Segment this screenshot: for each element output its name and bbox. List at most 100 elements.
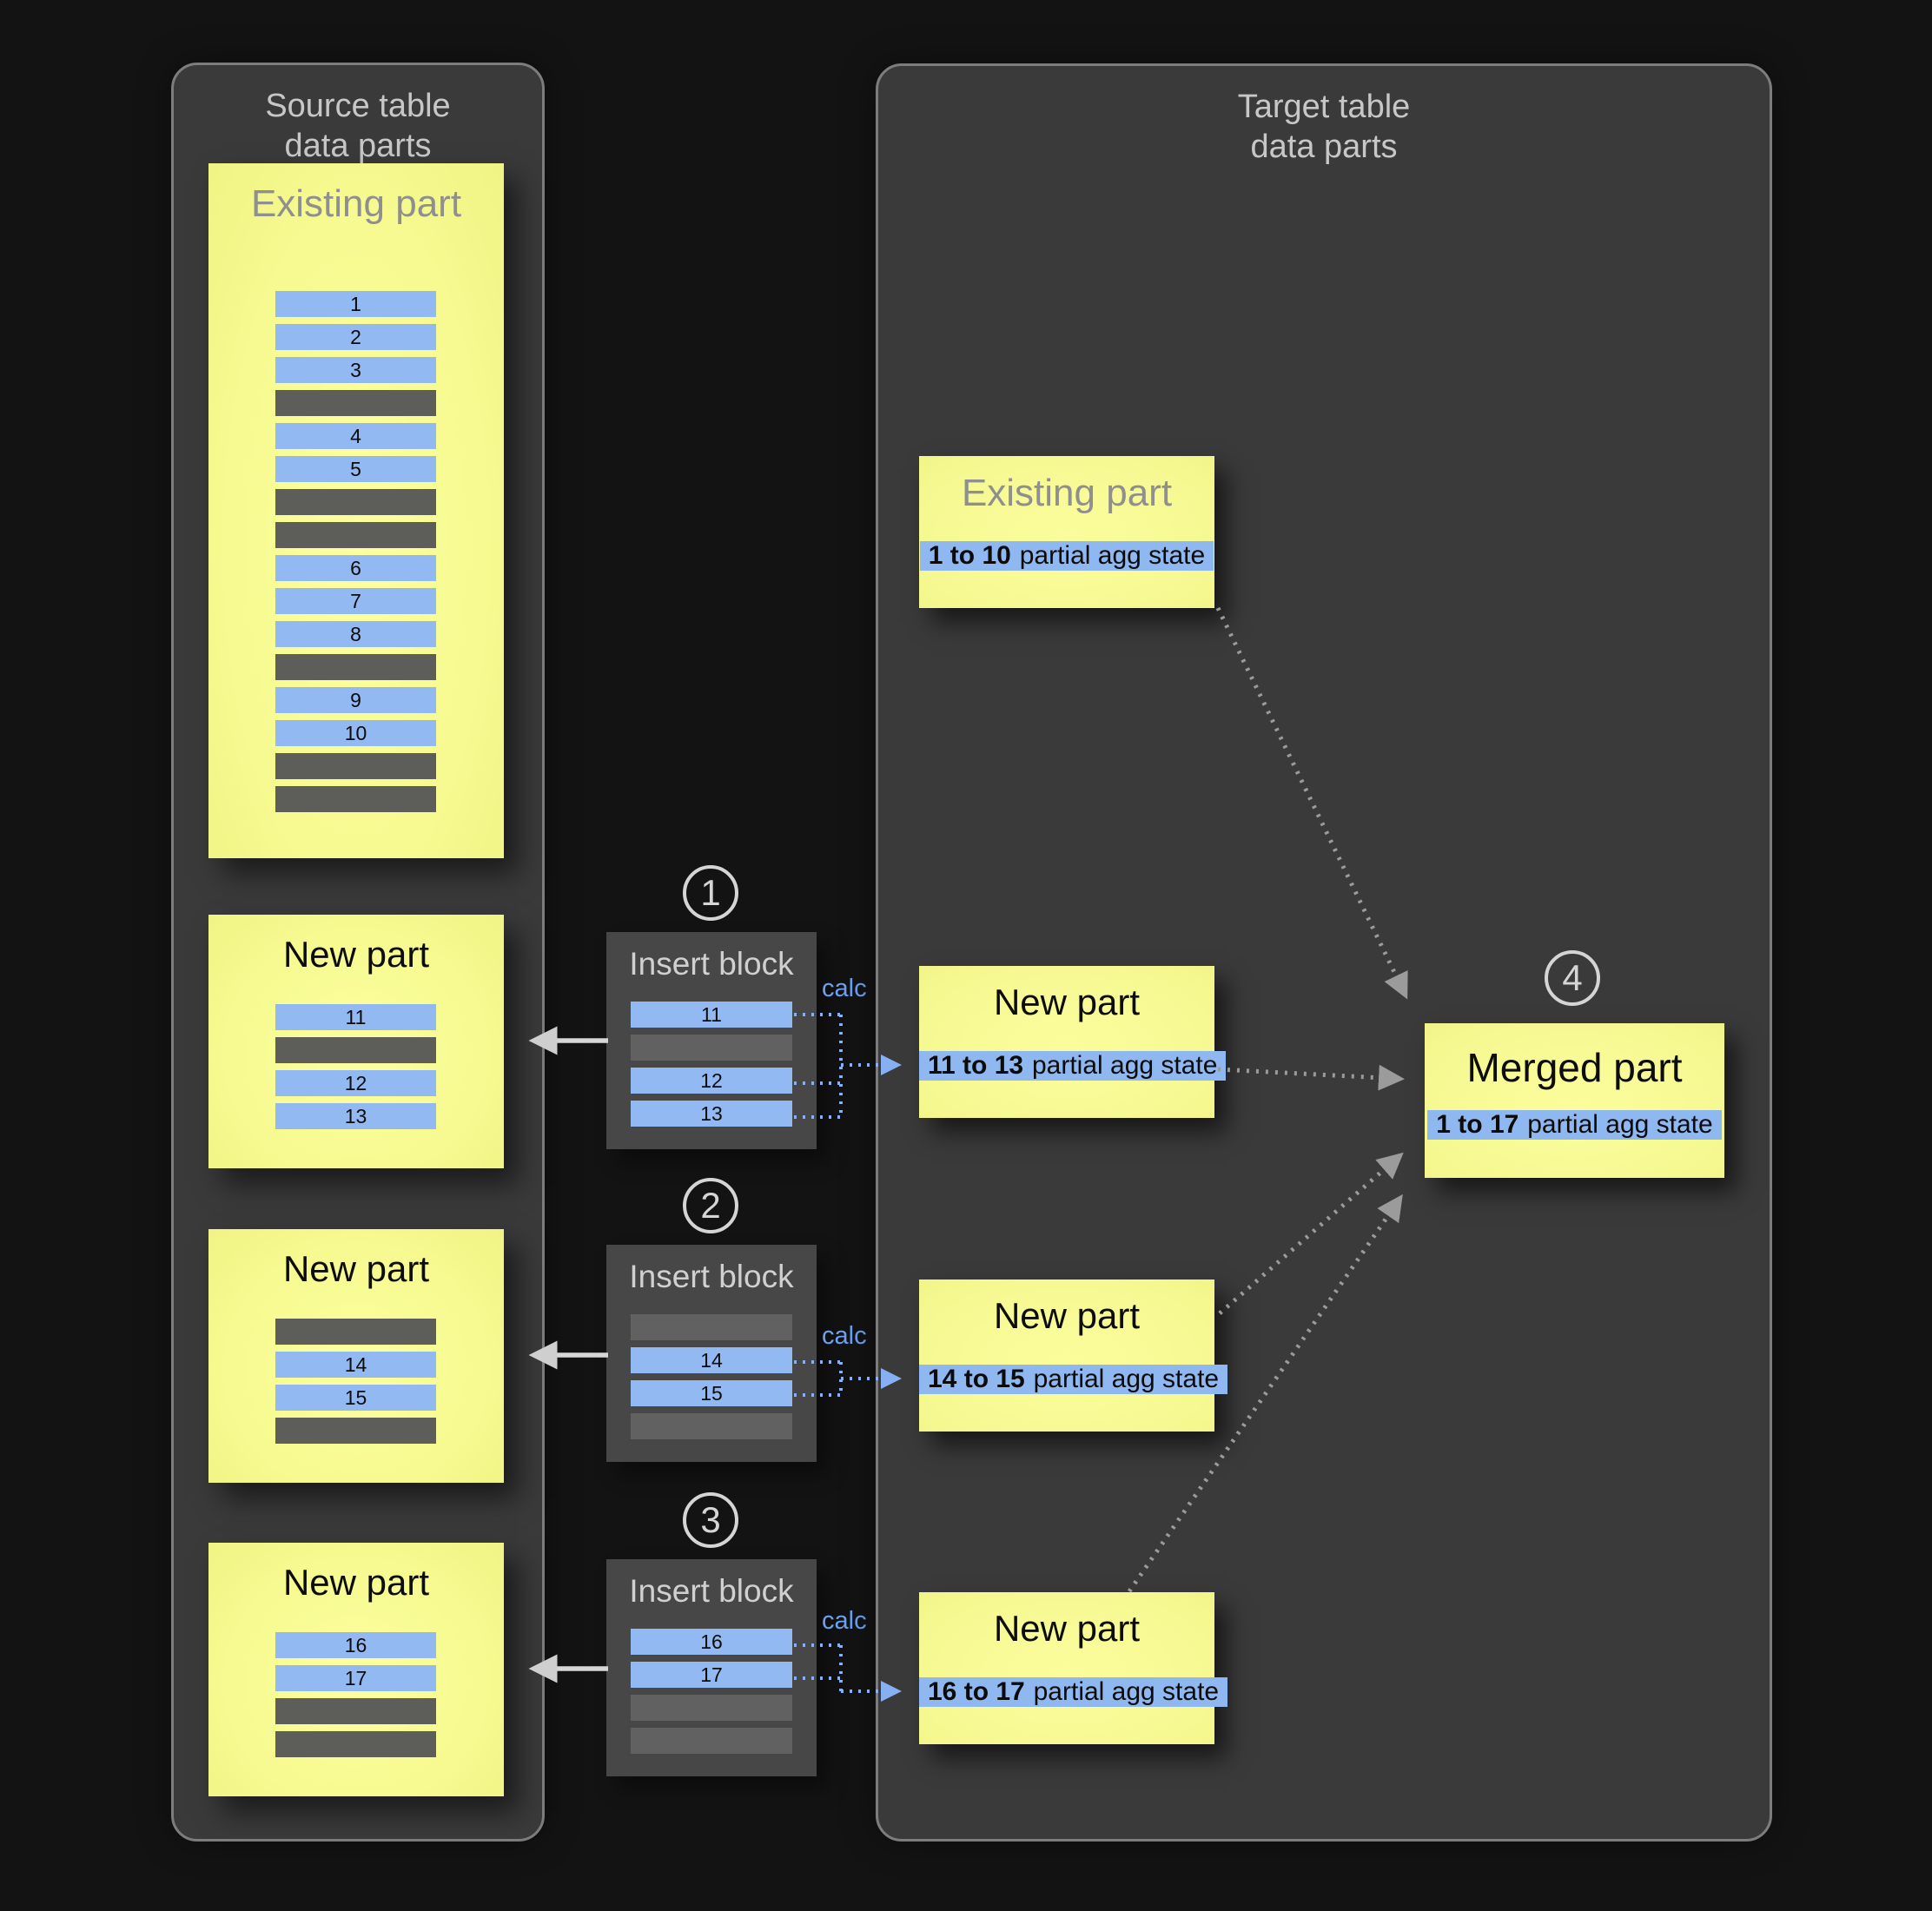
filler-row	[275, 1731, 436, 1757]
data-row: 13	[631, 1101, 792, 1127]
data-row: 15	[275, 1385, 436, 1411]
agg-range: 14 to 15	[928, 1365, 1025, 1393]
data-row: 11	[631, 1002, 792, 1028]
filler-row	[275, 1418, 436, 1444]
agg-text: partial agg state	[1019, 541, 1206, 570]
filler-row	[275, 1319, 436, 1345]
agg-range: 1 to 17	[1436, 1110, 1519, 1139]
filler-row	[631, 1413, 792, 1439]
agg-text: partial agg state	[1031, 1051, 1218, 1080]
source-existing-part: Existing part 1 2 3 4 5 6 7 8 9 10	[208, 163, 504, 858]
data-row: 10	[275, 720, 436, 746]
step-1-badge: 1	[683, 865, 738, 921]
calc-label-2: calc	[822, 1322, 867, 1350]
filler-row	[275, 489, 436, 515]
agg-range: 11 to 13	[928, 1051, 1024, 1080]
target-new-part-1-title: New part	[993, 982, 1141, 1022]
step-4-badge: 4	[1545, 950, 1600, 1006]
target-new-part-2-agg: 14 to 15 partial agg state	[919, 1365, 1228, 1394]
target-new-part-3-agg: 16 to 17 partial agg state	[919, 1677, 1228, 1707]
target-existing-part-title: Existing part	[961, 472, 1173, 514]
data-row: 14	[275, 1352, 436, 1378]
target-new-part-3-title: New part	[993, 1608, 1141, 1649]
step-2-badge: 2	[683, 1178, 738, 1233]
source-panel-title: Source table data parts	[174, 86, 542, 166]
data-row: 12	[275, 1070, 436, 1096]
data-row: 3	[275, 357, 436, 383]
target-panel-title: Target table data parts	[878, 87, 1770, 167]
data-row: 6	[275, 555, 436, 581]
agg-text: partial agg state	[1033, 1677, 1220, 1706]
agg-range: 1 to 10	[928, 541, 1011, 570]
data-row: 4	[275, 423, 436, 449]
agg-text: partial agg state	[1033, 1365, 1220, 1393]
filler-row	[631, 1314, 792, 1340]
data-row: 16	[275, 1632, 436, 1658]
data-row: 2	[275, 324, 436, 350]
data-row: 7	[275, 588, 436, 614]
target-existing-part-agg: 1 to 10 partial agg state	[919, 541, 1214, 571]
merged-part-agg: 1 to 17 partial agg state	[1425, 1110, 1724, 1140]
target-new-part-3: New part 16 to 17 partial agg state	[919, 1592, 1228, 1744]
calc-label-3: calc	[822, 1607, 867, 1635]
filler-row	[275, 390, 436, 416]
insert-block-1-title: Insert block	[629, 946, 794, 982]
data-row: 8	[275, 621, 436, 647]
filler-row	[631, 1695, 792, 1721]
target-panel-title-line1: Target table	[1237, 89, 1411, 125]
target-panel: Target table data parts	[876, 63, 1772, 1842]
data-row: 17	[631, 1662, 792, 1688]
data-row: 14	[631, 1347, 792, 1373]
insert-block-3-title: Insert block	[629, 1573, 794, 1609]
source-new-part-3-title: New part	[282, 1562, 430, 1603]
filler-row	[275, 1037, 436, 1063]
calc-label-1: calc	[822, 975, 867, 1002]
filler-row	[275, 753, 436, 779]
filler-row	[631, 1035, 792, 1061]
data-row: 13	[275, 1103, 436, 1129]
source-existing-part-rows: 1 2 3 4 5 6 7 8 9 10	[275, 291, 436, 819]
source-new-part-1: New part 11 12 13	[208, 915, 504, 1168]
target-existing-part: Existing part 1 to 10 partial agg state	[919, 456, 1214, 608]
filler-row	[275, 1698, 436, 1724]
target-new-part-2-title: New part	[993, 1295, 1141, 1336]
insert-block-1: Insert block 11 12 13	[606, 932, 817, 1149]
agg-range: 16 to 17	[928, 1677, 1025, 1706]
filler-row	[631, 1728, 792, 1754]
source-panel-title-line2: data parts	[284, 128, 432, 164]
data-row: 9	[275, 687, 436, 713]
filler-row	[275, 786, 436, 812]
insert-block-2-title: Insert block	[629, 1259, 794, 1294]
source-panel-title-line1: Source table	[265, 88, 451, 124]
merged-part-title: Merged part	[1466, 1045, 1683, 1090]
data-row: 1	[275, 291, 436, 317]
source-new-part-2-title: New part	[282, 1248, 430, 1289]
target-new-part-2: New part 14 to 15 partial agg state	[919, 1280, 1228, 1432]
target-panel-title-line2: data parts	[1250, 129, 1398, 165]
data-row: 17	[275, 1665, 436, 1691]
data-row: 16	[631, 1629, 792, 1655]
agg-text: partial agg state	[1527, 1110, 1713, 1139]
data-row: 12	[631, 1068, 792, 1094]
data-row: 5	[275, 456, 436, 482]
source-new-part-1-title: New part	[282, 934, 430, 975]
merged-part: Merged part 1 to 17 partial agg state	[1425, 1023, 1724, 1178]
source-existing-part-title: Existing part	[250, 182, 462, 225]
step-3-badge: 3	[683, 1492, 738, 1548]
filler-row	[275, 522, 436, 548]
data-row: 11	[275, 1004, 436, 1030]
filler-row	[275, 654, 436, 680]
source-new-part-1-rows: 11 12 13	[275, 1004, 436, 1136]
insert-block-1-rows: 11 12 13	[631, 1002, 792, 1134]
